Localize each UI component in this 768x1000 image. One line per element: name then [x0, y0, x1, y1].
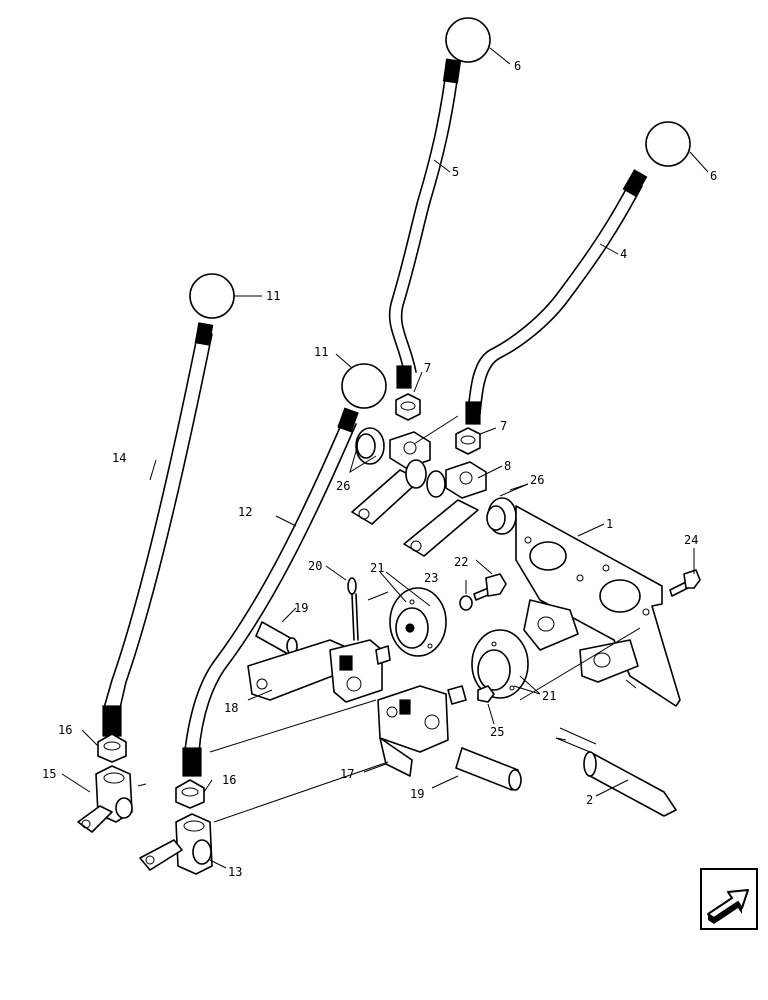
nut-7-b	[455, 427, 481, 455]
callout-26-a: 26	[336, 479, 350, 493]
lever-5	[388, 58, 462, 389]
callout-16-b: 16	[222, 773, 236, 787]
bolt-22	[473, 573, 507, 601]
lever-12	[182, 407, 359, 777]
flange-21-b	[471, 629, 529, 699]
flange-21-a	[389, 587, 447, 657]
callout-11-left: 11	[266, 289, 280, 303]
previous-page-button[interactable]	[700, 868, 758, 930]
callout-19-b: 19	[410, 787, 424, 801]
nut-16-b	[175, 779, 205, 809]
clevis-17	[377, 685, 467, 777]
knob-11-center	[341, 363, 387, 409]
callout-4: 4	[620, 247, 627, 261]
knob-6-right	[645, 121, 691, 167]
callout-15: 15	[42, 767, 56, 781]
nut-7-a	[395, 393, 421, 421]
callout-7-a: 7	[424, 361, 431, 375]
arm-9	[351, 427, 446, 525]
callout-11-center: 11	[314, 345, 328, 359]
callout-26-b: 26	[530, 473, 544, 487]
callout-25: 25	[490, 725, 504, 739]
callout-21-a: 21	[370, 561, 384, 575]
bracket-plate-1	[515, 505, 681, 707]
lever-4	[465, 169, 648, 425]
bolt-24	[669, 569, 701, 597]
cotter-pin-20	[347, 577, 359, 641]
rod-end-13	[139, 813, 213, 875]
knob-6-top	[445, 17, 491, 63]
rod-end-15	[77, 765, 133, 833]
callout-2: 2	[586, 793, 593, 807]
callout-1: 1	[606, 517, 613, 531]
callout-16-a: 16	[58, 723, 72, 737]
callout-12: 12	[238, 505, 252, 519]
callout-22: 22	[454, 555, 468, 569]
callout-18: 18	[224, 701, 238, 715]
lever-14	[102, 322, 214, 737]
knob-11-left	[189, 273, 235, 319]
callout-6-right: 6	[710, 169, 717, 183]
callout-19-a: 19	[294, 601, 308, 615]
callout-17: 17	[340, 767, 354, 781]
callout-5: 5	[452, 165, 459, 179]
callout-7-b: 7	[500, 419, 507, 433]
clevis-18	[247, 639, 391, 703]
callout-labels: 1 2 4 5 6 6 7 7 8 9 11 11 12 13 14 15 16…	[42, 59, 717, 879]
arm-8	[403, 461, 517, 557]
callout-8: 8	[504, 459, 511, 473]
assembly-guide-lines	[137, 591, 641, 823]
callout-leaders	[61, 47, 709, 869]
pin-19-a	[255, 621, 298, 655]
callout-9: 9	[466, 405, 473, 419]
washer-23	[459, 595, 473, 611]
nut-25	[477, 685, 495, 703]
callout-13: 13	[228, 865, 242, 879]
callout-23: 23	[424, 571, 438, 585]
pin-19-b	[455, 747, 522, 791]
callout-20: 20	[308, 559, 322, 573]
callout-6-top: 6	[514, 59, 521, 73]
callout-14: 14	[112, 451, 126, 465]
callout-21-b: 21	[542, 689, 556, 703]
callout-24: 24	[684, 533, 698, 547]
pin-2	[559, 727, 677, 817]
nut-16-a	[97, 733, 127, 763]
arrow-left-down-icon	[707, 889, 749, 924]
